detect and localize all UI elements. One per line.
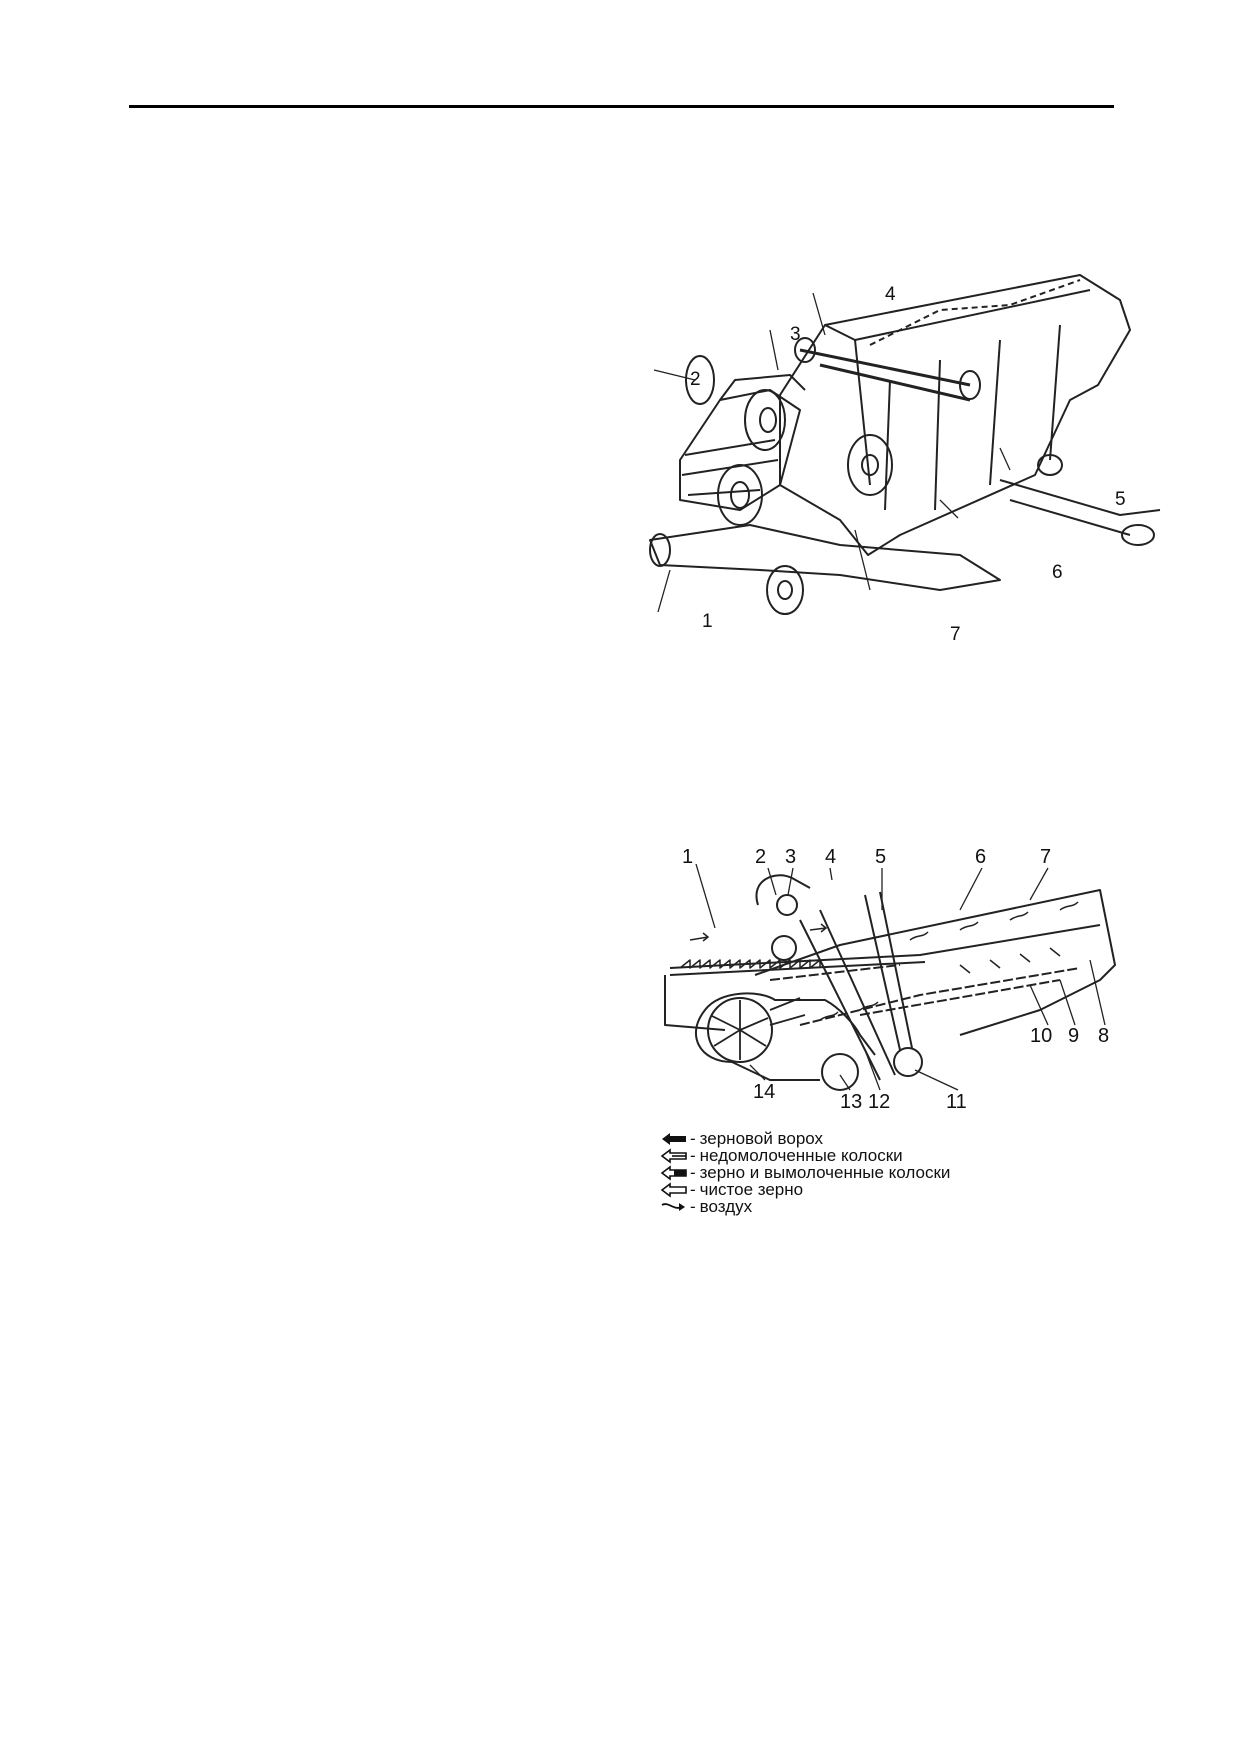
- callout-7: 7: [950, 624, 961, 645]
- callout-6: 6: [1052, 562, 1063, 583]
- schematic-callout-11: 11: [946, 1091, 967, 1113]
- schematic-callout-13: 13: [840, 1091, 862, 1113]
- schematic-callouts: 1 2 3 4 5 6 7 8 9 10 11 12 13 14: [682, 846, 1109, 1113]
- schematic-callout-2: 2: [755, 846, 766, 868]
- callout-3: 3: [790, 324, 801, 345]
- half-filled-arrow-icon: [660, 1164, 687, 1181]
- schematic-callout-9: 9: [1068, 1025, 1079, 1047]
- legend-item: - зерно и вымолоченные колоски: [660, 1164, 1060, 1181]
- schematic-callout-8: 8: [1098, 1025, 1109, 1047]
- schematic-callout-12: 12: [868, 1091, 890, 1113]
- callout-4: 4: [885, 284, 896, 305]
- schematic-callout-3: 3: [785, 846, 796, 868]
- legend-label: воздух: [699, 1197, 753, 1216]
- legend-item: - зерновой ворох: [660, 1130, 1060, 1147]
- callout-2: 2: [690, 369, 701, 390]
- legend-item: - чистое зерно: [660, 1181, 1060, 1198]
- machine-callouts: 1 2 3 4 5 6 7: [690, 284, 1126, 645]
- legend-label: зерновой ворох: [699, 1129, 824, 1148]
- schematic-callout-14: 14: [753, 1081, 775, 1103]
- machine-drawing: [649, 274, 1161, 615]
- schematic-callout-5: 5: [875, 846, 886, 868]
- schematic-callout-4: 4: [825, 846, 836, 868]
- callout-1: 1: [702, 611, 713, 632]
- cleaning-system-schematic: [664, 863, 1116, 1091]
- hollow-arrow-icon: [660, 1181, 687, 1198]
- callout-5: 5: [1115, 489, 1126, 510]
- schematic-callout-10: 10: [1030, 1025, 1052, 1047]
- legend-dash: -: [690, 1146, 696, 1165]
- legend-dash: -: [690, 1180, 696, 1199]
- legend-item: - недомолоченные колоски: [660, 1147, 1060, 1164]
- schematic-callout-1: 1: [682, 846, 693, 868]
- legend-label: зерно и вымолоченные колоски: [699, 1163, 951, 1182]
- schematic-legend: - зерновой ворох - недомолоченные колоск…: [660, 1130, 1060, 1215]
- double-line-arrow-icon: [660, 1147, 687, 1164]
- solid-arrow-icon: [662, 1132, 686, 1145]
- schematic-callout-7: 7: [1040, 846, 1051, 868]
- legend-dash: -: [690, 1129, 696, 1148]
- legend-label: недомолоченные колоски: [699, 1146, 903, 1165]
- legend-item: - воздух: [660, 1198, 1060, 1215]
- legend-dash: -: [690, 1163, 696, 1182]
- header-rule: [129, 105, 1114, 108]
- legend-dash: -: [690, 1197, 696, 1216]
- schematic-callout-6: 6: [975, 846, 986, 868]
- legend-label: чистое зерно: [699, 1180, 804, 1199]
- air-flow-arrow-icon: [661, 1202, 685, 1211]
